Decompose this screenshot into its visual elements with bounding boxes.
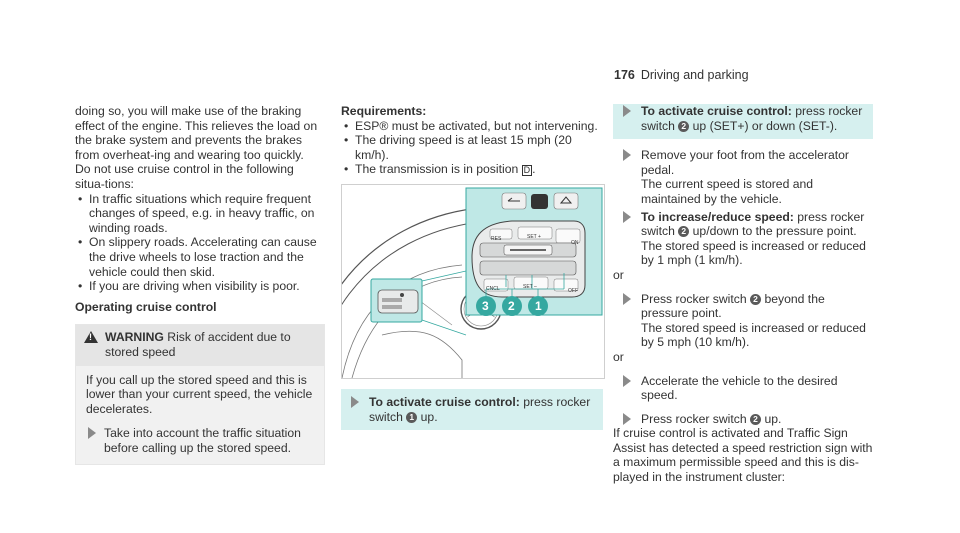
intro-paragraph: doing so, you will make use of the braki… <box>75 104 318 162</box>
on-label: ON <box>571 239 579 246</box>
arrow-icon <box>623 149 631 162</box>
requirements-heading: Requirements: <box>341 104 427 118</box>
or-text: or <box>613 349 624 364</box>
step-activate: To activate cruise control: press rocker… <box>341 388 603 431</box>
steering-wheel-illustration <box>342 187 603 378</box>
callout-3: 3 <box>482 298 489 313</box>
warning-icon <box>84 331 98 344</box>
callout-1: 1 <box>535 298 542 313</box>
warning-title: Risk of accident due to stored speed <box>105 330 291 359</box>
section-title: Driving and parking <box>640 68 749 82</box>
final-paragraph: If cruise control is activated and Traff… <box>613 426 873 485</box>
arrow-icon <box>351 395 359 408</box>
warning-text: If you call up the stored speed and this… <box>86 372 313 416</box>
column-right: To activate cruise control: press rocker… <box>613 104 873 485</box>
page-number: 176 <box>614 68 635 82</box>
caution-paragraph: Do not use cruise control in the followi… <box>75 162 294 191</box>
or-text: or <box>613 267 624 282</box>
number-badge: 2 <box>678 120 690 132</box>
step-accelerate: Accelerate the vehicle to the desired sp… <box>613 374 873 403</box>
step-activate-set: To activate cruise control: press rocker… <box>613 104 873 140</box>
set-minus-label: SET – <box>523 283 537 290</box>
section-heading: Operating cruise control <box>75 299 217 314</box>
column-middle: Requirements: ESP® must be activated, bu… <box>341 104 605 431</box>
callout-2: 2 <box>508 298 515 313</box>
arrow-icon <box>623 210 631 223</box>
list-item: The transmission is in position D. <box>341 162 603 177</box>
list-item: ESP® must be activated, but not interven… <box>341 119 603 134</box>
home-icon <box>559 196 573 204</box>
warning-box: WARNING Risk of accident due to stored s… <box>75 324 325 466</box>
warning-step: Take into account the traffic situation … <box>76 426 324 464</box>
res-label: RES <box>491 235 502 242</box>
arrow-icon <box>623 292 631 305</box>
arrow-icon <box>623 105 631 117</box>
off-label: OFF <box>568 287 578 294</box>
step-increase-reduce: To increase/reduce speed: press rocker s… <box>613 210 873 268</box>
steering-wheel-figure: RES SET + ON CNCL SET – OFF 3 2 1 <box>341 183 605 379</box>
number-badge: 2 <box>750 293 762 305</box>
column-left: doing so, you will make use of the braki… <box>75 104 325 466</box>
warning-label: WARNING <box>105 330 164 345</box>
arrow-icon <box>88 427 96 440</box>
touch-control-icon <box>531 193 548 209</box>
number-badge: 2 <box>678 226 690 238</box>
page-header: 176 Driving and parking <box>614 68 749 83</box>
list-item: In traffic situations which require freq… <box>75 192 325 236</box>
step-press-up: Press rocker switch 2 up. <box>613 412 873 427</box>
back-icon <box>507 197 520 202</box>
number-badge: 1 <box>406 411 418 423</box>
requirements-list: ESP® must be activated, but not interven… <box>341 119 603 177</box>
number-badge: 2 <box>750 413 762 425</box>
step-beyond-pressure: Press rocker switch 2 beyond the pressur… <box>613 292 873 350</box>
cncl-label: CNCL <box>486 285 500 292</box>
arrow-icon <box>623 374 631 387</box>
step-remove-foot: Remove your foot from the accelerator pe… <box>613 148 873 206</box>
list-item: On slippery roads. Accelerating can caus… <box>75 235 325 279</box>
gear-d-symbol: D <box>521 165 533 177</box>
situation-list: In traffic situations which require freq… <box>75 192 325 294</box>
list-item: The driving speed is at least 15 mph (20… <box>341 133 603 162</box>
set-plus-label: SET + <box>527 233 541 240</box>
arrow-icon <box>623 412 631 425</box>
warning-step-text: Take into account the traffic situation … <box>104 426 301 455</box>
list-item: If you are driving when visibility is po… <box>75 279 325 294</box>
warning-header: WARNING Risk of accident due to stored s… <box>76 325 324 366</box>
